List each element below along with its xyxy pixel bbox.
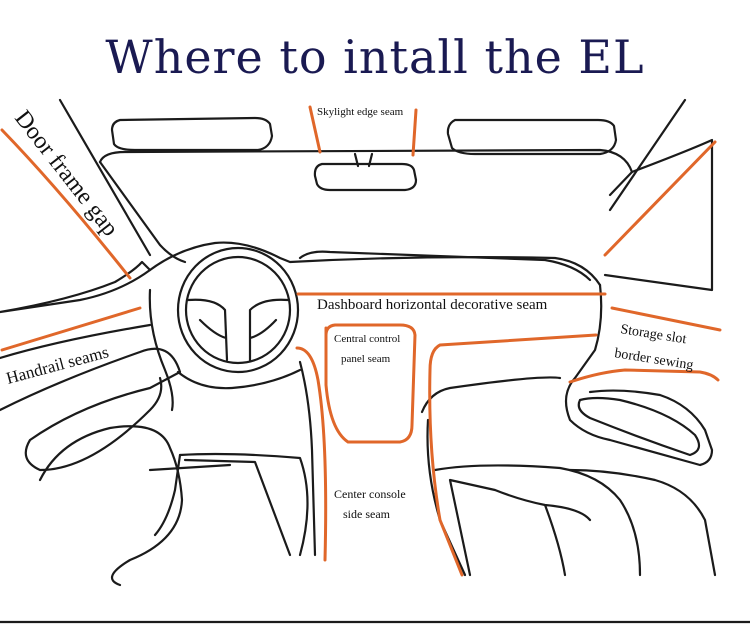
dashboard-upper-line [298,250,592,282]
right-seat [433,464,642,577]
label-dashboard: Dashboard horizontal decorative seam [317,297,548,313]
label-handrail: Handrail seams [4,342,111,388]
left-sun-visor [110,116,274,152]
handrail-seam [0,306,142,352]
console-seam-right [428,333,598,577]
label-door-frame: Door frame gap [9,106,123,242]
left-a-pillar-outer [58,98,152,257]
door-frame-seam [0,128,132,280]
right-window-line [603,138,714,292]
skylight-seam-left [308,105,322,154]
left-seat [38,425,309,587]
dashboard-right-lower [564,283,714,467]
windshield-frame [98,148,634,197]
label-console-2: side seam [343,507,391,521]
left-door-panel [0,323,182,472]
left-door-window [0,260,152,314]
glovebox-recess [577,396,701,457]
left-a-pillar-inner [98,160,187,264]
label-central-control-2: panel seam [341,353,391,365]
storage-slot-seam-upper [610,306,722,332]
right-a-pillar-outer [608,98,687,212]
rearview-mirror [313,162,418,192]
label-console-1: Center console [334,487,406,501]
steering-wheel [176,246,300,374]
el-seams [0,105,722,577]
labels: Skylight edge seam Door frame gap Dashbo… [4,106,694,521]
storage-slot-seam-lower [568,368,720,384]
skylight-seam-right [411,108,418,157]
dashboard-left-lower [148,288,302,412]
right-seat-back [568,468,717,577]
center-console-left-wall [298,360,317,557]
label-skylight: Skylight edge seam [317,106,404,118]
diagram-title: Where to intall the EL [105,30,645,84]
label-storage-1: Storage slot [619,322,687,347]
right-lower-dash-line [420,376,562,414]
center-console-right-wall [426,418,467,577]
dashboard-top [148,241,602,287]
left-seat-cushion [153,453,292,557]
console-seam-left [295,346,328,562]
label-central-control-1: Central control [334,333,400,345]
right-sun-visor [446,118,618,156]
central-control-seam [324,323,417,444]
right-pillar-seam [603,140,717,257]
